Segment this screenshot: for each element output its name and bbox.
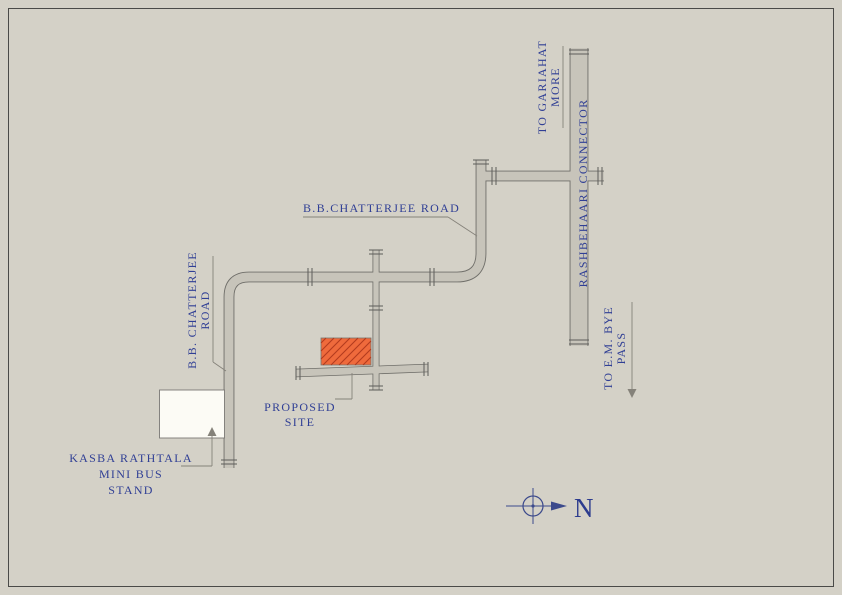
label-bus-stand-line3: STAND (108, 483, 154, 497)
leader-lines (181, 46, 633, 467)
north-arrow-icon (551, 501, 567, 511)
road-bb-chatterjee (224, 160, 486, 468)
road-break-ticks (221, 49, 603, 465)
leader-bb-chatterjee-left (212, 361, 227, 372)
label-bb-chatterjee-left-line2: ROAD (198, 290, 212, 329)
label-north: N (574, 493, 594, 523)
label-rashbehaari-connector: RASHBEHAARI CONNECTOR (576, 99, 590, 288)
compass-center-dot (531, 504, 535, 508)
label-bb-chatterjee-left-line1: B.B. CHATTERJEE (185, 251, 199, 369)
road-site-lane (295, 364, 429, 377)
label-proposed-site-line2: SITE (285, 415, 316, 429)
compass-circle-icon (522, 495, 544, 517)
bus-stand-arrow-icon (207, 427, 217, 436)
road-fills (224, 48, 604, 468)
label-bus-stand-line2: MINI BUS (99, 467, 163, 481)
leader-bb-chatterjee-top (447, 216, 478, 237)
label-to-em-bypass-line1: TO E.M. BYE (601, 306, 615, 390)
proposed-site-block (320, 337, 372, 366)
north-compass: N (506, 488, 594, 524)
label-to-gariahat-line1: TO GARIAHAT (535, 40, 549, 134)
proposed-site-hatch (320, 337, 372, 366)
em-bypass-arrow-icon (627, 389, 637, 398)
drawing-frame (8, 8, 834, 587)
label-bb-chatterjee-top: B.B.CHATTERJEE ROAD (303, 201, 460, 215)
label-to-gariahat-line2: MORE (548, 67, 562, 107)
label-to-em-bypass-line2: PASS (614, 332, 628, 365)
bus-stand-block (159, 389, 225, 439)
label-proposed-site-line1: PROPOSED (264, 400, 336, 414)
label-bus-stand-line1: KASBA RATHTALA (69, 451, 193, 465)
